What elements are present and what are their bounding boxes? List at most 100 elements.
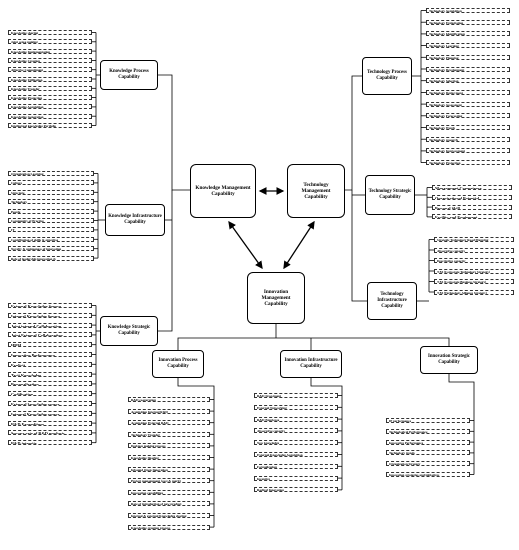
tpc-item: Technology Forecasting [426, 113, 510, 119]
iic-item: Formalization [254, 463, 338, 469]
ipc-item: Internal & external Knowledge sharing [128, 513, 210, 518]
ipc-item: R&D cooperation [128, 397, 210, 402]
kpc-item: Joint sense making [8, 39, 92, 45]
kic-item: IT [8, 227, 94, 233]
ipc-item: Innovation capabilities [128, 489, 210, 495]
ipc-item: Knowledge Sharing [128, 455, 210, 460]
ksc-item: Innovation Performance [8, 352, 92, 357]
kpc-item: Knowledge Protection [8, 95, 92, 101]
ipc-item: Inbound Open Innovation [128, 466, 210, 472]
knowledge-infrastructure-capability-node: Knowledge Infrastructure Capability [105, 204, 165, 236]
ksc-item: R&D intensity [8, 440, 92, 446]
kpc-item: Affective Commitment [8, 67, 92, 73]
isc-item: Organization Strategy [386, 461, 470, 467]
kic-item: Role of leadership innovation & [8, 255, 94, 261]
kic-item: Culture [8, 180, 94, 186]
ksc-item: Success rate of R&D products [8, 430, 92, 436]
kic-item: Structure [8, 189, 94, 195]
ipc-item: Decision making process [128, 443, 210, 449]
isc-item: Innovation strategies and initiatives [386, 472, 470, 477]
knowledge-management-capability-node: Knowledge Management Capability [190, 164, 256, 218]
ipc-item: Acquisition Internal R&D [128, 408, 210, 414]
tpc-item: Technology Learning [426, 43, 510, 49]
technology-strategic-capability-node: Technology Strategic Capability [365, 175, 415, 215]
iic-item: R&D Employee [254, 416, 338, 422]
kpc-item: Knowledge Acquisition [8, 104, 92, 110]
knowledge-process-capability-node: Knowledge Process Capability [100, 60, 158, 90]
ksc-item: HRM [8, 342, 92, 348]
ksc-item: Tacit Knowledge [8, 371, 92, 377]
ksc-item: Internal Knowledge Source [8, 312, 92, 318]
technology-management-capability-node: Technology Management Capability [287, 164, 345, 218]
innovation-strategic-capability-node: Innovation Strategic Capability [420, 346, 478, 374]
tpc-item: Technology Planning [426, 54, 510, 60]
kic-item: Contribution of skills & expertise [8, 236, 94, 242]
tpc-item: Technology Deployment [426, 89, 510, 95]
iic-item: New knowledge [254, 440, 338, 446]
tsc-item: Organizational Potential [432, 194, 512, 200]
kic-item: Community of Practice [8, 218, 94, 223]
tpc-item: Technology Protection [426, 160, 510, 166]
tpc-item: Technology Selection [426, 78, 510, 84]
iic-item: External Networking [254, 404, 338, 410]
isc-item: IP performance [386, 418, 470, 423]
ksc-item: Codification [8, 391, 92, 397]
isc-item: Technology trends [386, 450, 470, 456]
kic-item: Organization Learning [8, 171, 94, 176]
ksc-item: External Knowledge Source [8, 303, 92, 308]
innovation-management-capability-node: Innovation Management Capability [247, 272, 305, 324]
tsc-item: Facility and Equipment [432, 214, 512, 220]
tpc-item: Technology Identification [426, 31, 510, 37]
tsc-item: Management Competency [432, 185, 512, 190]
ksc-item: Joint External Collaboration [8, 332, 92, 338]
ipc-item: Project management (cost & merit) [128, 478, 210, 484]
connector-lines [92, 10, 475, 528]
kpc-item: Knowledge sharing [8, 30, 92, 35]
tic-item: Absorptive capacity [434, 247, 514, 253]
tpc-item: Technology Watch [426, 125, 510, 130]
ksc-item: R&D Expenditure [8, 420, 92, 426]
tpc-item: Technology Assessment [426, 101, 510, 107]
ksc-item: Joint internal Collaboration [8, 322, 92, 328]
tpc-item: Technology research [426, 136, 510, 142]
kpc-item: Knowledge Utilization [8, 76, 92, 82]
ksc-item: Personalization [8, 381, 92, 387]
kpc-item: Knowledge Generation [8, 113, 92, 119]
central-arrows [228, 187, 315, 270]
ksc-item: Explicit [8, 361, 92, 367]
kic-item: People [8, 208, 94, 214]
iic-item: Absorptive capacity [254, 428, 338, 434]
ipc-item: Knowledge creation process [128, 524, 210, 530]
knowledge-strategic-capability-node: Knowledge Strategic Capability [100, 316, 158, 346]
iic-item: Incentive [254, 475, 338, 481]
iic-item: R&D Investment [254, 393, 338, 398]
innovation-process-capability-node: Innovation Process Capability [152, 350, 204, 378]
ipc-item: Technology Transfer [128, 431, 210, 437]
tic-item: T.M (Technology Alliance Strategy) [434, 289, 514, 295]
tpc-item: Technology Acquisition [426, 8, 510, 13]
tic-item: T.M (Corporate Business Strategy) [434, 279, 514, 284]
tic-item: T.M (Corporate Technology Strategy) [434, 268, 514, 274]
isc-item: Technological Performance [386, 428, 470, 434]
kpc-item: Knowledge Implementation [8, 48, 92, 54]
tic-item: Descriptive capacity [434, 258, 514, 263]
tpc-item: Technology Development [426, 66, 510, 72]
technology-infrastructure-capability-node: Technology Infrastructure Capability [367, 282, 417, 320]
tpc-item: Technology Improvement [426, 148, 510, 154]
tsc-item: Personal Skill [432, 204, 512, 210]
kpc-item: Knowledge Creation [8, 57, 92, 63]
tic-item: Strategic Technology Road Mapping [434, 237, 514, 242]
innovation-infrastructure-capability-node: Innovation Infrastructure Capability [280, 350, 342, 378]
ipc-item: Acquisition External R&D [128, 420, 210, 426]
kpc-item: Knowledge Transfer [8, 85, 92, 91]
kic-item: Novelty & uniqueness of innovation [8, 246, 94, 252]
ipc-item: Rate of introduction of new product [128, 501, 210, 507]
kpc-item: Intellectual knowledge Portfolio [8, 123, 92, 128]
iic-item: Radical Innovation [254, 487, 338, 493]
isc-item: Innovative Performance [386, 439, 470, 445]
iic-item: External Knowledge Acquisition [254, 452, 338, 457]
tpc-item: Technology Exploitation [426, 19, 510, 25]
kic-item: Technology [8, 199, 94, 205]
ksc-item: Internal Knowledge source [8, 410, 92, 416]
